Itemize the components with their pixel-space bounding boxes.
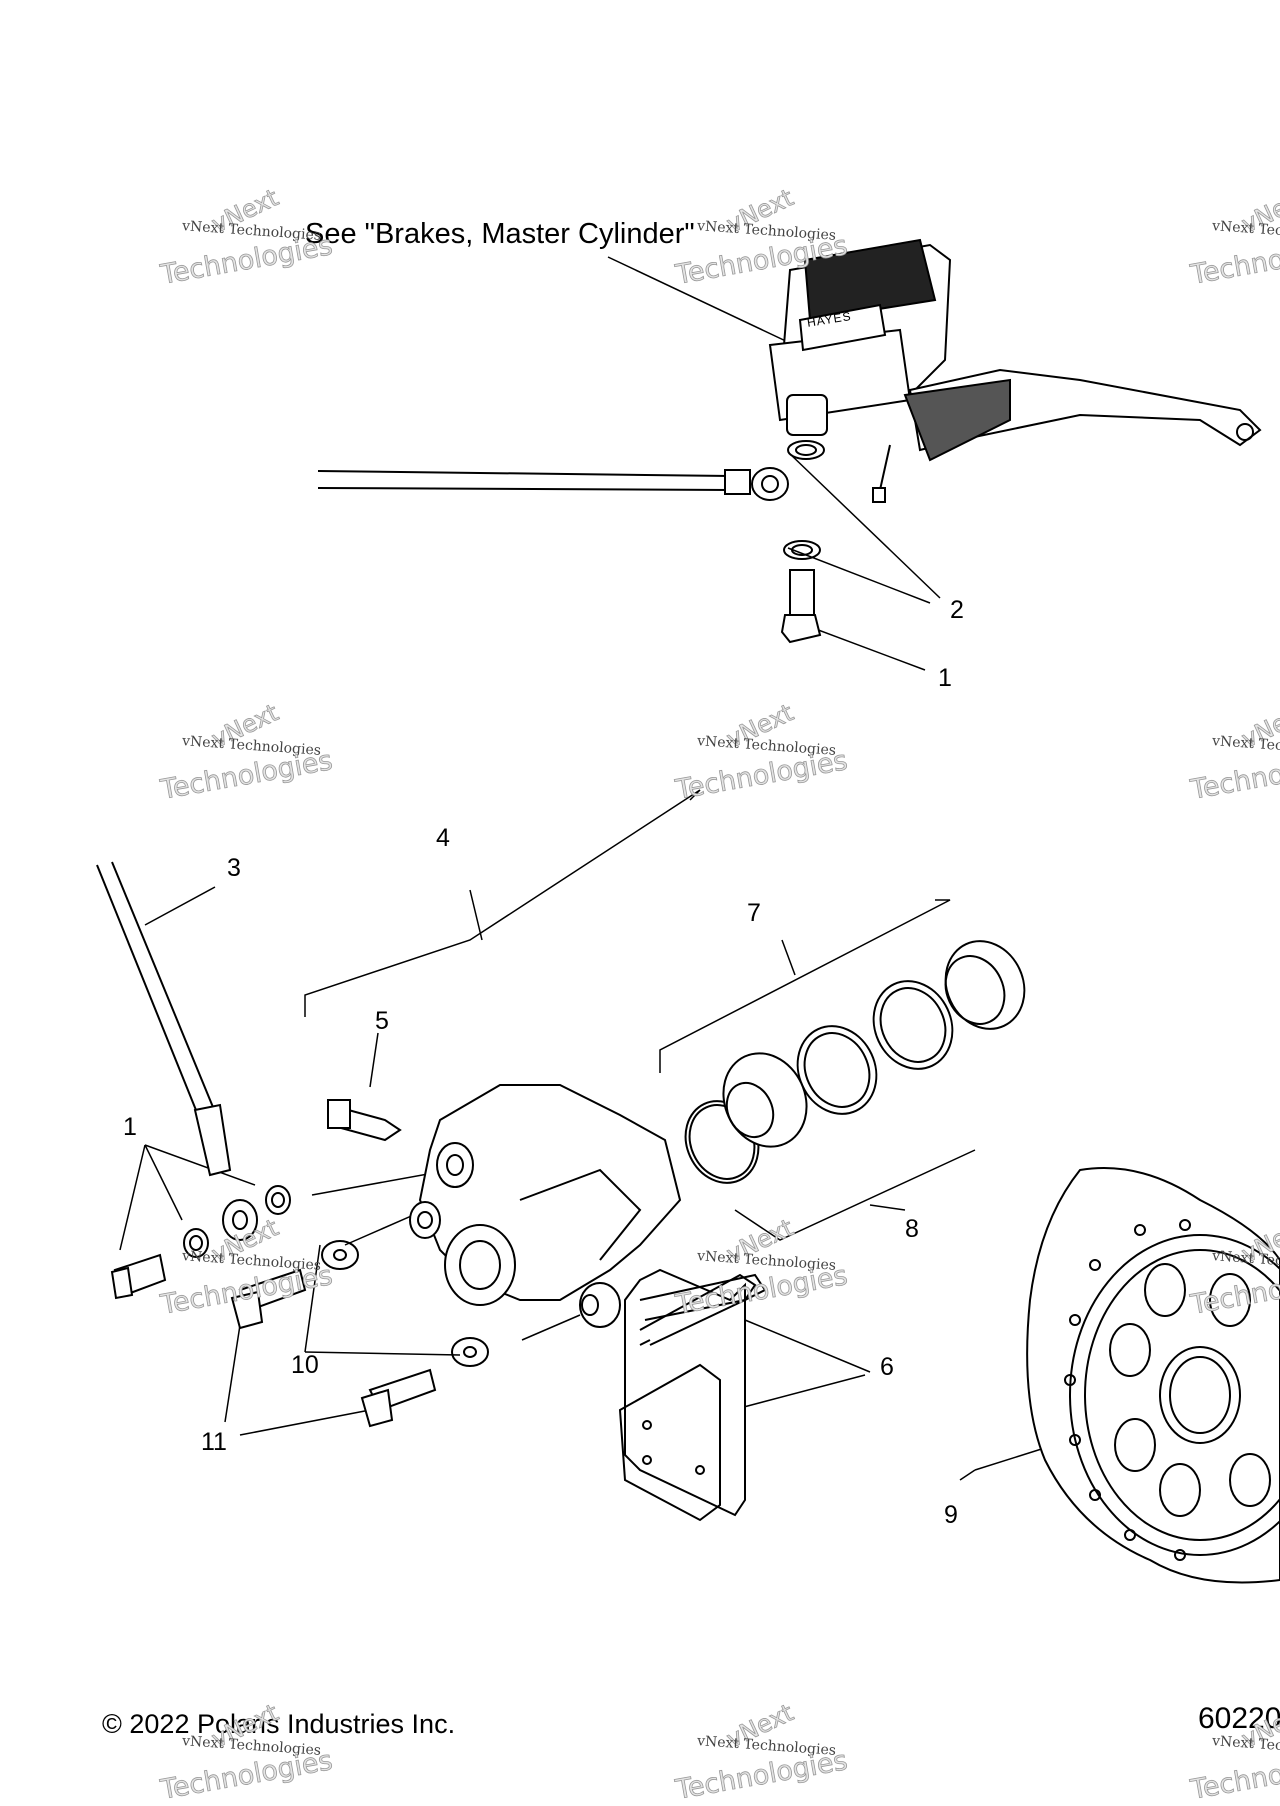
master-cylinder-drawing <box>768 238 1262 503</box>
banjo-bolt-lower <box>110 1253 167 1300</box>
brake-hose-lower <box>96 861 258 1241</box>
callout-6-brake-pads: 6 <box>880 1353 894 1381</box>
callout-11-bolts: 11 <box>201 1428 227 1456</box>
copyright-notice: © 2022 Polaris Industries Inc. <box>102 1709 456 1739</box>
callout-2-washers: 2 <box>950 596 964 624</box>
callout-3-brake-hose: 3 <box>227 854 241 882</box>
banjo-bolt-upper <box>780 569 822 644</box>
brake-disc <box>1026 1167 1280 1584</box>
figure-number: 60220 <box>1198 1702 1280 1735</box>
brake-hose-upper <box>317 467 789 501</box>
brake-pads <box>618 1268 767 1522</box>
callout-7-piston-kit: 7 <box>747 899 761 927</box>
piston-seals <box>684 980 954 1184</box>
bleeder-valve <box>327 1099 402 1142</box>
callout-4-caliper-assembly: 4 <box>436 824 450 852</box>
washers-lower <box>183 1185 489 1367</box>
callout-10-washers: 10 <box>291 1351 319 1379</box>
callout-5-bleeder: 5 <box>375 1007 389 1035</box>
pistons <box>722 940 1026 1148</box>
callout-8-seals: 8 <box>905 1215 919 1243</box>
caliper-bolts <box>230 1268 437 1428</box>
caliper-body <box>409 1084 682 1328</box>
washers-upper <box>783 440 825 560</box>
callout-1-banjo-bolt-top: 1 <box>938 664 952 692</box>
callout-1-banjo-bolt-left: 1 <box>123 1113 137 1141</box>
reference-note: See "Brakes, Master Cylinder" <box>305 218 695 250</box>
pad-retaining-clip <box>639 1273 757 1346</box>
callout-9-brake-disc: 9 <box>944 1501 958 1529</box>
